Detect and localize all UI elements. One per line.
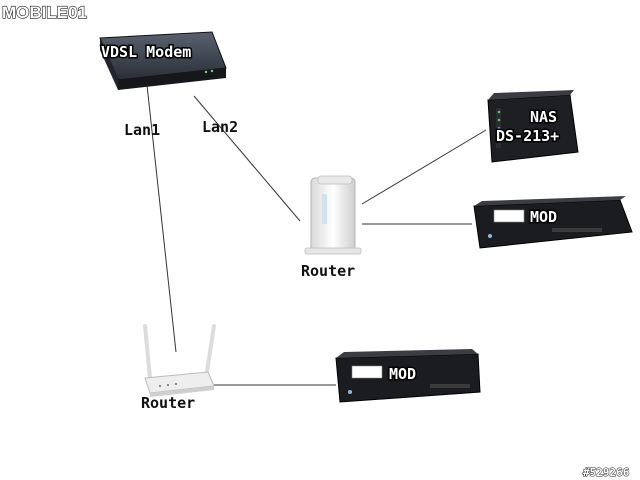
mod-top: MOD (473, 196, 633, 249)
vdsl-modem-label: VDSL Modem (101, 43, 191, 61)
watermark-id: #529266 (583, 466, 630, 479)
nas-device: NAS DS-213+ (487, 90, 579, 163)
nas-label-line2: DS-213+ (496, 127, 559, 145)
lan1-label: Lan1 (124, 121, 160, 139)
link-lan2 (193, 95, 301, 222)
mod-bottom: MOD (335, 349, 481, 403)
link-lan1 (146, 84, 177, 353)
link-router-nas (361, 129, 487, 205)
router-bottom: Router (141, 324, 216, 412)
mobile01-logo: MOBILE01 (1, 2, 87, 22)
connection-lines (146, 84, 487, 386)
mod-bottom-label: MOD (389, 365, 416, 383)
lan2-label: Lan2 (202, 118, 238, 136)
mod-top-label: MOD (530, 208, 557, 226)
vdsl-modem: VDSL Modem (99, 31, 227, 90)
router-bottom-label: Router (141, 394, 195, 412)
router-top-label: Router (301, 262, 355, 280)
logo-text: MOBILE01 (2, 3, 87, 22)
router-top: Router (301, 175, 362, 280)
nas-label-line1: NAS (530, 108, 557, 126)
